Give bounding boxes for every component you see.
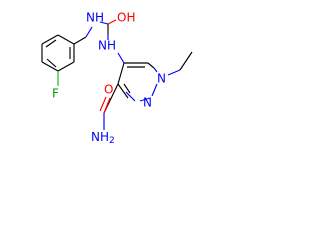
- nh-c4-bond: [117, 52, 125, 64]
- n-ethyl-bond: [167, 69, 181, 76]
- nh2-main: NH: [91, 130, 109, 144]
- ring-bond: [41, 34, 59, 45]
- nh2-label: NH2: [91, 130, 115, 146]
- ring-bond: [57, 61, 75, 72]
- pyrazole-ring: [117, 62, 158, 102]
- ring-n-bond: [73, 36, 87, 45]
- ring-bond: [41, 61, 59, 72]
- molecule-structure: NH OH F NH N N O NH2: [41, 11, 193, 146]
- n1-label: N: [157, 72, 166, 86]
- ring-bond: [153, 67, 158, 73]
- ring-double-bond: [125, 91, 136, 102]
- ring-bond: [57, 34, 75, 45]
- fluorophenyl-ring: [41, 34, 75, 72]
- ring-double-bond: [46, 58, 57, 68]
- urea-c-o-bond: [107, 19, 117, 25]
- n2-label: N: [143, 96, 152, 110]
- nh-c-bond: [99, 21, 109, 25]
- ring-bond: [117, 62, 125, 85]
- amide-c-o-bond: [103, 97, 111, 114]
- ring-bond: [139, 97, 151, 102]
- ring-bond: [117, 83, 129, 99]
- oh-label: OH: [117, 11, 135, 25]
- ring-nh-bond: [85, 26, 93, 38]
- nh-label: NH: [86, 11, 104, 25]
- ring-bond: [151, 83, 158, 97]
- f-label: F: [52, 87, 59, 101]
- ring-double-bond: [123, 83, 131, 94]
- nh-pyrazole-label: NH: [98, 39, 116, 53]
- ethyl-bond: [179, 51, 193, 71]
- ring-double-bond: [45, 39, 57, 48]
- o-label: O: [104, 83, 113, 97]
- ring-bond: [147, 62, 155, 69]
- nh2-subscript: 2: [109, 136, 115, 146]
- amide-c-o-double: [99, 96, 107, 112]
